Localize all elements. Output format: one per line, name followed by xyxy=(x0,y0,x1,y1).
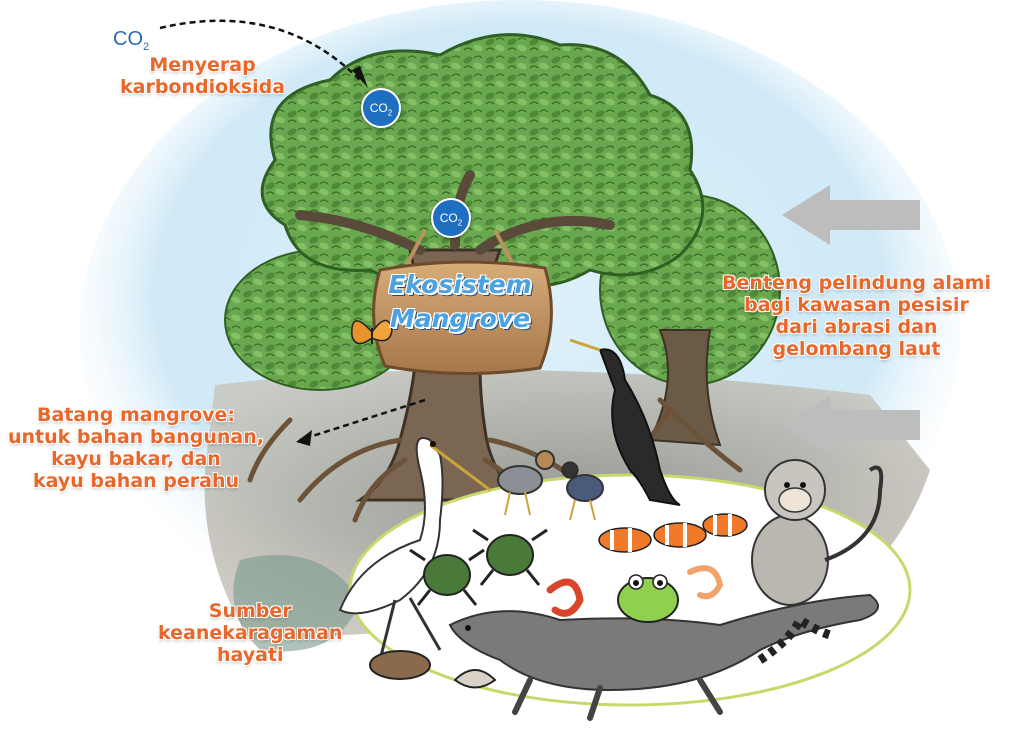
biodiversity-label: Sumber keanekaragaman hayati xyxy=(158,600,342,666)
label-line: kayu bakar, dan xyxy=(8,448,264,470)
label-line: Batang mangrove: xyxy=(8,404,264,426)
co2-bubble-subscript: 2 xyxy=(388,108,392,117)
label-line: gelombang laut xyxy=(722,338,991,360)
co2-subscript: 2 xyxy=(143,41,149,53)
label-line: Sumber xyxy=(158,600,342,622)
co2-bubble-text: CO xyxy=(370,101,388,115)
co2-bubble-icon: CO2 xyxy=(361,88,401,128)
coastal-protection-label: Benteng pelindung alami bagi kawasan pes… xyxy=(722,272,991,360)
co2-absorption-label: Menyerap karbondioksida xyxy=(120,54,285,98)
label-line: Benteng pelindung alami xyxy=(722,272,991,294)
clownfish-icon xyxy=(599,528,651,552)
co2-bubble-icon: CO2 xyxy=(431,198,471,238)
clownfish-icon xyxy=(703,514,747,536)
label-line: karbondioksida xyxy=(120,76,285,98)
label-line: keanekaragaman xyxy=(158,622,342,644)
title-line-1: Ekosistem xyxy=(372,268,548,302)
label-line: bagi kawasan pesisir xyxy=(722,294,991,316)
label-line: Menyerap xyxy=(120,54,285,76)
clownfish-icon xyxy=(654,523,706,547)
label-line: hayati xyxy=(158,644,342,666)
trunk-use-label: Batang mangrove: untuk bahan bangunan, k… xyxy=(8,404,264,492)
label-line: dari abrasi dan xyxy=(722,316,991,338)
label-line: kayu bahan perahu xyxy=(8,470,264,492)
co2-bubble-text: CO xyxy=(440,211,458,225)
ecosystem-title: Ekosistem Mangrove xyxy=(372,268,548,336)
co2-symbol-label: CO2 xyxy=(113,28,149,53)
label-line: untuk bahan bangunan, xyxy=(8,426,264,448)
title-line-2: Mangrove xyxy=(372,302,548,336)
mudskipper-icon xyxy=(370,651,430,679)
co2-bubble-subscript: 2 xyxy=(458,218,462,227)
co2-text: CO xyxy=(113,28,143,50)
